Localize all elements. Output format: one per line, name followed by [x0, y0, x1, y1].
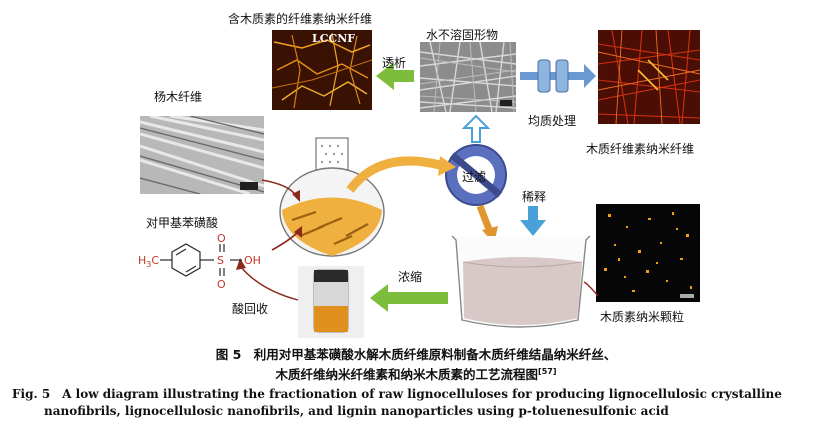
concentrate-label: 浓缩 — [398, 270, 423, 284]
dialysis-arrow — [376, 62, 414, 90]
poplar-micrograph — [140, 116, 264, 194]
reaction-flask — [279, 137, 385, 257]
caption-en-line2: nanofibrils, lignocellulosic nanofibrils… — [44, 404, 669, 418]
lnp-label: 木质素纳米颗粒 — [600, 310, 685, 324]
filter-up-arrow — [461, 114, 491, 143]
lccnf-tag: LCCNF — [312, 32, 356, 45]
acid-recovery-arrow — [239, 265, 299, 301]
filter-label: 过滤 — [462, 170, 487, 184]
ptsa-structure — [160, 243, 242, 277]
to-filter-arrow — [346, 156, 442, 193]
poplar-label: 杨木纤维 — [154, 90, 203, 104]
caption-cn-line2: 木质纤维纳米纤维素和纳米木质素的工艺流程图[57] — [275, 366, 557, 382]
filtrate-arrow — [476, 204, 494, 234]
caption-en-line1: Fig. 5 A low diagram illustrating the fr… — [12, 387, 782, 401]
lcnf-micrograph — [598, 30, 700, 124]
flow-graphics: H3C S O O OH — [138, 59, 599, 338]
insoluble-micrograph — [420, 42, 516, 112]
lnp-micrograph — [596, 204, 700, 302]
lnp-arrow — [583, 281, 599, 297]
filter-icon — [445, 144, 507, 206]
caption-en: Fig. 5 A low diagram illustrating the fr… — [12, 386, 824, 420]
homogenize-label: 均质处理 — [528, 114, 577, 128]
hydroxyl-text: OH — [244, 254, 261, 267]
dilute-label: 稀释 — [522, 190, 547, 204]
recovered-acid-vial — [298, 266, 364, 338]
caption-ref: [57] — [538, 366, 557, 376]
beaker — [451, 235, 591, 328]
sulfur-text: S — [217, 254, 224, 267]
lcnf-label: 木质纤维素纳米纤维 — [586, 142, 695, 156]
homogenizer-icon — [520, 59, 596, 93]
oxygen-bottom-text: O — [217, 278, 226, 291]
dilute-arrow — [520, 206, 546, 236]
ch3-text: H3C — [138, 254, 159, 269]
ptsa-label: 对甲基苯磺酸 — [146, 216, 219, 230]
insoluble-label: 水不溶固形物 — [426, 28, 499, 42]
concentrate-arrow — [370, 284, 448, 312]
dialysis-label: 透析 — [382, 56, 407, 70]
acid-recovery-label: 酸回收 — [232, 302, 269, 316]
lccnf-title: 含木质素的纤维素纳米纤维 — [228, 12, 373, 26]
oxygen-top-text: O — [217, 232, 226, 245]
caption-cn-line1: 图 5 利用对甲基苯磺酸水解木质纤维原料制备木质纤维结晶纳米纤丝、 — [215, 347, 617, 362]
lccnf-micrograph: LCCNF — [272, 30, 372, 110]
